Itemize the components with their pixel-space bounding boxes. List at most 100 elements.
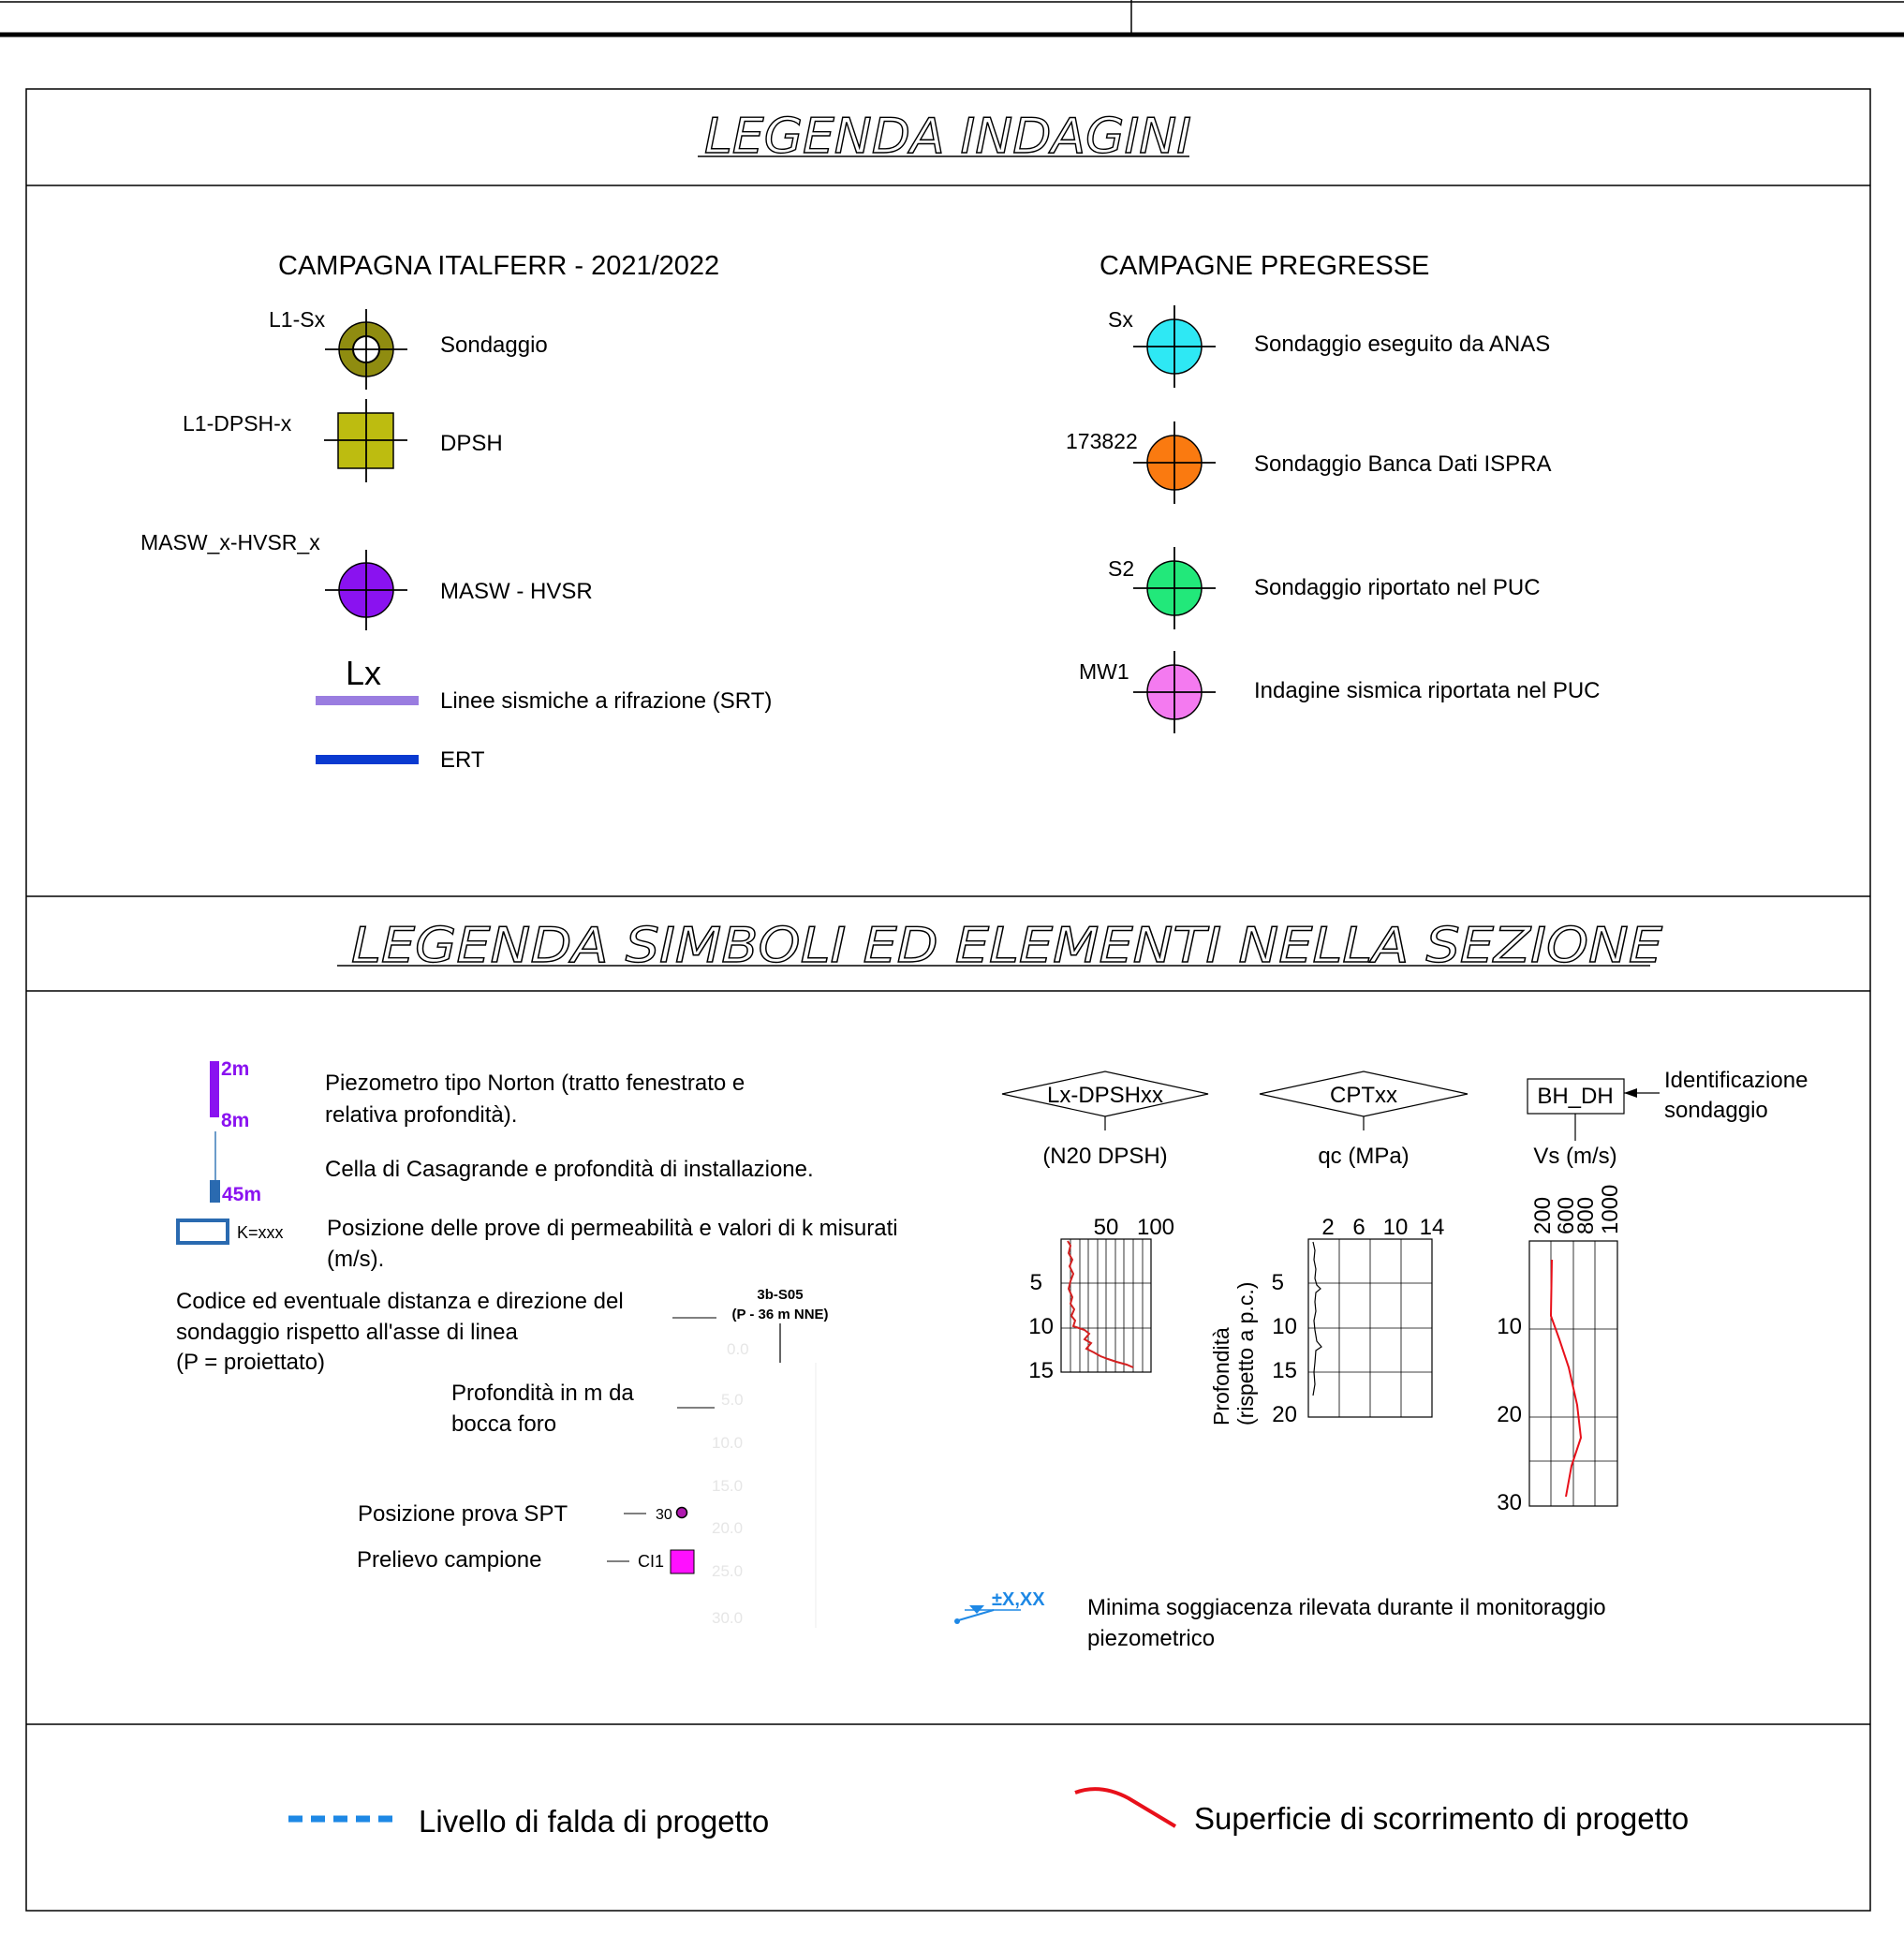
dpsh-y-tick: 10 (1028, 1314, 1054, 1339)
dpsh-y-tick: 5 (1030, 1270, 1042, 1295)
depth-tick: 0.0 (727, 1340, 749, 1358)
water-min-label: Minima soggiacenza rilevata durante il m… (1087, 1595, 1606, 1620)
cpt-y-tick: 15 (1272, 1358, 1297, 1383)
sample-value: CI1 (638, 1552, 664, 1571)
dh-x-tick: 200 (1530, 1197, 1556, 1234)
cpt-x-tick: 14 (1420, 1215, 1445, 1240)
cpt-y-tick: 20 (1272, 1402, 1297, 1427)
borehole-code-name: 3b-S05 (757, 1287, 803, 1303)
borehole-symbol (325, 309, 407, 390)
puc-borehole-symbol (1133, 547, 1216, 629)
water-min-label-2: piezometrico (1087, 1626, 1215, 1651)
dh-name-box (1527, 1078, 1625, 1115)
downhole-chart: BH_DH Identificazione sondaggio Vs (m/s)… (1497, 1068, 1808, 1515)
ispra-borehole-symbol (1133, 421, 1216, 504)
permeability-test-symbol (176, 1219, 229, 1245)
puc-seismic-symbol (1133, 651, 1216, 733)
piezometer-bottom-depth: 8m (221, 1110, 249, 1131)
permeability-label-2: (m/s). (327, 1247, 384, 1272)
dh-x-tick: 1000 (1598, 1185, 1623, 1234)
borehole-code-detail: (P - 36 m NNE) (731, 1307, 828, 1322)
code-label: Codice ed eventuale distanza e direzione… (176, 1289, 624, 1314)
cpt-unit: qc (MPa) (1318, 1144, 1409, 1169)
piezometer-label: Piezometro tipo Norton (tratto fenestrat… (325, 1071, 745, 1096)
masw-hvsr-tag: MASW_x-HVSR_x (140, 530, 320, 554)
dh-id-label-2: sondaggio (1664, 1098, 1768, 1123)
anas-tag: Sx (1108, 307, 1133, 332)
depth-tick: 25.0 (712, 1562, 743, 1580)
cpt-chart: CPTxx qc (MPa) 2 6 10 14 5 10 15 20 Prof… (1209, 1071, 1469, 1427)
borehole-tag: L1-Sx (269, 307, 326, 332)
puc-borehole-label: Sondaggio riportato nel PUC (1254, 575, 1541, 600)
water-min-value: ±X,XX (992, 1589, 1045, 1610)
casagrande-label: Cella di Casagrande e profondità di inst… (325, 1157, 814, 1182)
sample-marker (670, 1549, 695, 1574)
dpsh-profile (1067, 1240, 1134, 1368)
depth-tick: 30.0 (712, 1609, 743, 1627)
legend-frame (25, 88, 1871, 1912)
cpt-y-tick: 5 (1272, 1270, 1284, 1295)
dh-id-label: Identificazione (1664, 1068, 1808, 1093)
anas-borehole-symbol (1133, 305, 1216, 388)
depth-label: Profondità in m da (451, 1381, 634, 1406)
depth-tick: 20.0 (712, 1519, 743, 1537)
srt-label: Linee sismiche a rifrazione (SRT) (440, 688, 772, 714)
dh-unit: Vs (m/s) (1533, 1144, 1616, 1169)
campaign-new-heading: CAMPAGNA ITALFERR - 2021/2022 (278, 251, 719, 281)
dh-y-tick: 30 (1497, 1490, 1522, 1515)
dpsh-unit: (N20 DPSH) (1042, 1144, 1167, 1169)
dpsh-label: DPSH (440, 431, 503, 456)
dpsh-tag: L1-DPSH-x (183, 411, 292, 436)
dh-x-tick: 800 (1573, 1197, 1599, 1234)
cpt-name: CPTxx (1330, 1083, 1397, 1108)
dh-y-tick: 20 (1497, 1402, 1522, 1427)
borehole-label: Sondaggio (440, 332, 548, 358)
depth-column: 0.0 5.0 10.0 15.0 20.0 25.0 30.0 (712, 1340, 817, 1628)
cpt-y-tick: 10 (1272, 1314, 1297, 1339)
dh-y-tick: 10 (1497, 1314, 1522, 1339)
water-level-label: Livello di falda di progetto (419, 1804, 769, 1839)
permeability-label: Posizione delle prove di permeabilità e … (327, 1216, 898, 1241)
dh-name: BH_DH (1537, 1084, 1613, 1109)
piezometer-label-2: relativa profondità). (325, 1102, 517, 1128)
dpsh-x-tick: 50 (1094, 1215, 1119, 1240)
depth-tick: 5.0 (721, 1391, 744, 1409)
dpsh-x-tick: 100 (1137, 1215, 1174, 1240)
dpsh-symbol (324, 399, 407, 482)
slip-surface-label: Superficie di scorrimento di progetto (1194, 1801, 1689, 1836)
title-block-edge (0, 0, 1904, 37)
cpt-profile (1312, 1241, 1322, 1396)
spt-label: Posizione prova SPT (358, 1501, 568, 1527)
slip-surface-symbol (1074, 1787, 1177, 1828)
ispra-label: Sondaggio Banca Dati ISPRA (1254, 451, 1552, 477)
permeability-value: K=xxx (237, 1223, 284, 1242)
cpt-x-tick: 6 (1352, 1215, 1365, 1240)
anas-label: Sondaggio eseguito da ANAS (1254, 332, 1550, 357)
dpsh-chart: Lx-DPSHxx (N20 DPSH) 50 100 5 10 15 (1001, 1071, 1209, 1383)
dh-x-tick: 600 (1554, 1197, 1579, 1234)
piezometer-top-depth: 2m (221, 1058, 249, 1080)
srt-tag: Lx (346, 654, 381, 692)
puc-seismic-label: Indagine sismica riportata nel PUC (1254, 678, 1601, 703)
cpt-name-diamond (1259, 1071, 1469, 1117)
code-label-3: (P = proiettato) (176, 1350, 325, 1375)
masw-hvsr-symbol (325, 550, 407, 630)
dh-profile (1549, 1259, 1583, 1498)
ert-label: ERT (440, 747, 485, 773)
depth-tick: 10.0 (712, 1434, 743, 1452)
campaign-old-heading: CAMPAGNE PREGRESSE (1100, 251, 1429, 281)
piezometer-screen-symbol (210, 1061, 219, 1117)
cpt-x-tick: 2 (1321, 1215, 1334, 1240)
sample-label: Prelievo campione (357, 1547, 541, 1573)
depth-tick: 15.0 (712, 1477, 743, 1495)
depth-label-2: bocca foro (451, 1411, 556, 1437)
spt-value: 30 (656, 1507, 672, 1523)
masw-hvsr-label: MASW - HVSR (440, 579, 593, 604)
cpt-y-label-2: (rispetto a p.c.) (1233, 1282, 1258, 1425)
spt-marker (675, 1506, 688, 1519)
code-label-2: sondaggio rispetto all'asse di linea (176, 1320, 518, 1345)
puc-seismic-tag: MW1 (1079, 659, 1129, 684)
cpt-x-tick: 10 (1383, 1215, 1409, 1240)
cpt-y-label: Profondità (1209, 1327, 1233, 1425)
